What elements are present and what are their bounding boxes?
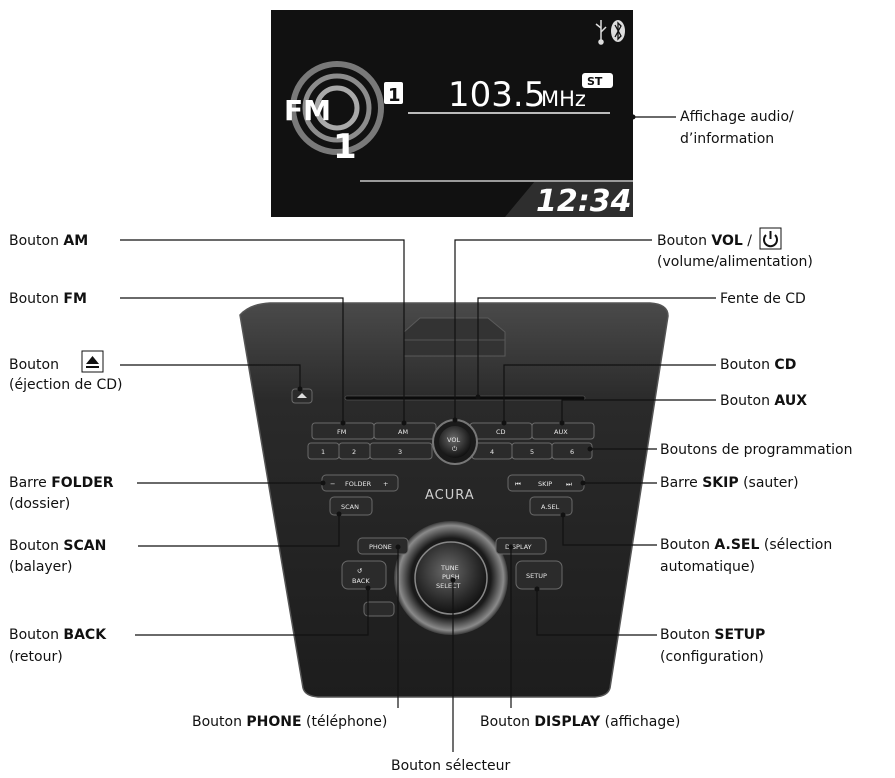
- label-setup: Bouton SETUP: [660, 627, 765, 643]
- control-panel: FM AM CD AUX 1 2 3 4 5 6 VOL ⏻ − FOL: [239, 302, 669, 698]
- preset-number: 1: [388, 85, 401, 106]
- acura-brand: ACURA: [425, 488, 475, 503]
- st-badge: [582, 73, 613, 88]
- usb-icon: [595, 20, 607, 45]
- preset-4-text: 4: [490, 448, 494, 456]
- label-audio-display-line2: d’information: [680, 131, 774, 147]
- broadcast-wave-icon: [290, 61, 384, 155]
- label-phone: Bouton PHONE (téléphone): [192, 714, 387, 730]
- label-setup-line2: (configuration): [660, 649, 764, 665]
- label-presets: Boutons de programmation: [660, 442, 852, 458]
- label-am: Bouton AM: [9, 233, 88, 249]
- folder-minus-text: −: [330, 480, 335, 488]
- label-eject-line2: (éjection de CD): [9, 377, 123, 393]
- vol-knob-text: VOL: [447, 436, 460, 444]
- labels: Affichage audio/ d’information Bouton AM…: [9, 109, 852, 774]
- label-cd: Bouton CD: [720, 357, 796, 373]
- skip-back-icon: ⏮: [515, 480, 521, 488]
- label-asel-line2: automatique): [660, 559, 755, 575]
- label-back-line2: (retour): [9, 649, 63, 665]
- eject-label-icon: [81, 350, 104, 373]
- audio-display: FM 1 1 103.5 MHz ST 12:34: [271, 10, 633, 219]
- preset-buttons: 1 2 3 4 5 6: [307, 442, 593, 460]
- setup-button-text: SETUP: [526, 572, 547, 580]
- scan-button-text: SCAN: [341, 503, 359, 511]
- label-eject: Bouton: [9, 357, 59, 373]
- select-text: SELECT: [436, 582, 460, 590]
- panel-body: [239, 302, 669, 698]
- label-selector: Bouton sélecteur: [391, 758, 511, 774]
- skip-fwd-icon: ⏭: [566, 480, 572, 488]
- label-scan-line2: (balayer): [9, 559, 73, 575]
- fm-button-text: FM: [337, 428, 346, 436]
- preset-button-3[interactable]: [369, 442, 433, 460]
- power-icon: ⏻: [452, 445, 457, 453]
- preset-3-text: 3: [398, 448, 402, 456]
- asel-button[interactable]: [529, 496, 573, 516]
- leader-lines: [120, 114, 716, 752]
- skip-bar-text: SKIP: [538, 480, 552, 488]
- vol-power-knob[interactable]: [439, 426, 471, 458]
- bottom-small-button[interactable]: [363, 601, 395, 617]
- label-vol-line2: (volume/alimentation): [657, 254, 813, 270]
- label-aux: Bouton AUX: [720, 393, 807, 409]
- phone-button[interactable]: [357, 537, 409, 555]
- st-badge-text: ST: [587, 75, 603, 88]
- back-button[interactable]: [341, 560, 387, 590]
- preset-5-text: 5: [530, 448, 534, 456]
- cd-slot: [344, 395, 586, 401]
- display-button-text: DISPLAY: [505, 543, 532, 551]
- selector-knob[interactable]: [414, 541, 488, 615]
- asel-button-text: A.SEL: [541, 503, 560, 511]
- label-audio-display-line1: Affichage audio/: [680, 109, 794, 125]
- eject-icon: [297, 393, 307, 398]
- display-button[interactable]: [495, 537, 547, 555]
- label-cd-slot: Fente de CD: [720, 291, 806, 307]
- label-folder: Barre FOLDER: [9, 475, 114, 491]
- am-button-text: AM: [398, 428, 408, 436]
- label-vol: Bouton VOL /: [657, 233, 752, 249]
- label-fm: Bouton FM: [9, 291, 87, 307]
- fm-band-text: FM: [284, 94, 331, 127]
- tune-text: TUNE: [440, 564, 459, 572]
- frequency-text: 103.5: [448, 75, 545, 115]
- scan-button[interactable]: [329, 496, 373, 516]
- back-arrow-icon: ↺: [357, 567, 362, 575]
- clock-text: 12:34: [536, 184, 632, 219]
- power-label-icon: [759, 227, 782, 250]
- bluetooth-icon: [611, 20, 625, 42]
- phone-button-text: PHONE: [369, 543, 392, 551]
- preset-box: [384, 82, 403, 104]
- label-display: Bouton DISPLAY (affichage): [480, 714, 680, 730]
- label-skip: Barre SKIP (sauter): [660, 475, 799, 491]
- clock-band: [505, 181, 633, 217]
- freq-unit-text: MHz: [541, 87, 586, 111]
- fm-number-text: 1: [333, 127, 357, 167]
- preset-2-text: 2: [352, 448, 356, 456]
- back-button-text: BACK: [352, 577, 370, 585]
- label-folder-line2: (dossier): [9, 496, 70, 512]
- preset-6-text: 6: [570, 448, 574, 456]
- label-back: Bouton BACK: [9, 627, 107, 643]
- label-asel: Bouton A.SEL (sélection: [660, 537, 832, 553]
- label-scan: Bouton SCAN: [9, 538, 106, 554]
- preset-1-text: 1: [321, 448, 325, 456]
- cd-button-text: CD: [496, 428, 506, 436]
- folder-bar-text: FOLDER: [345, 480, 372, 488]
- push-text: PUSH: [442, 573, 460, 581]
- preset-button-6[interactable]: [551, 442, 593, 460]
- folder-plus-text: +: [383, 480, 388, 488]
- aux-button-text: AUX: [554, 428, 568, 436]
